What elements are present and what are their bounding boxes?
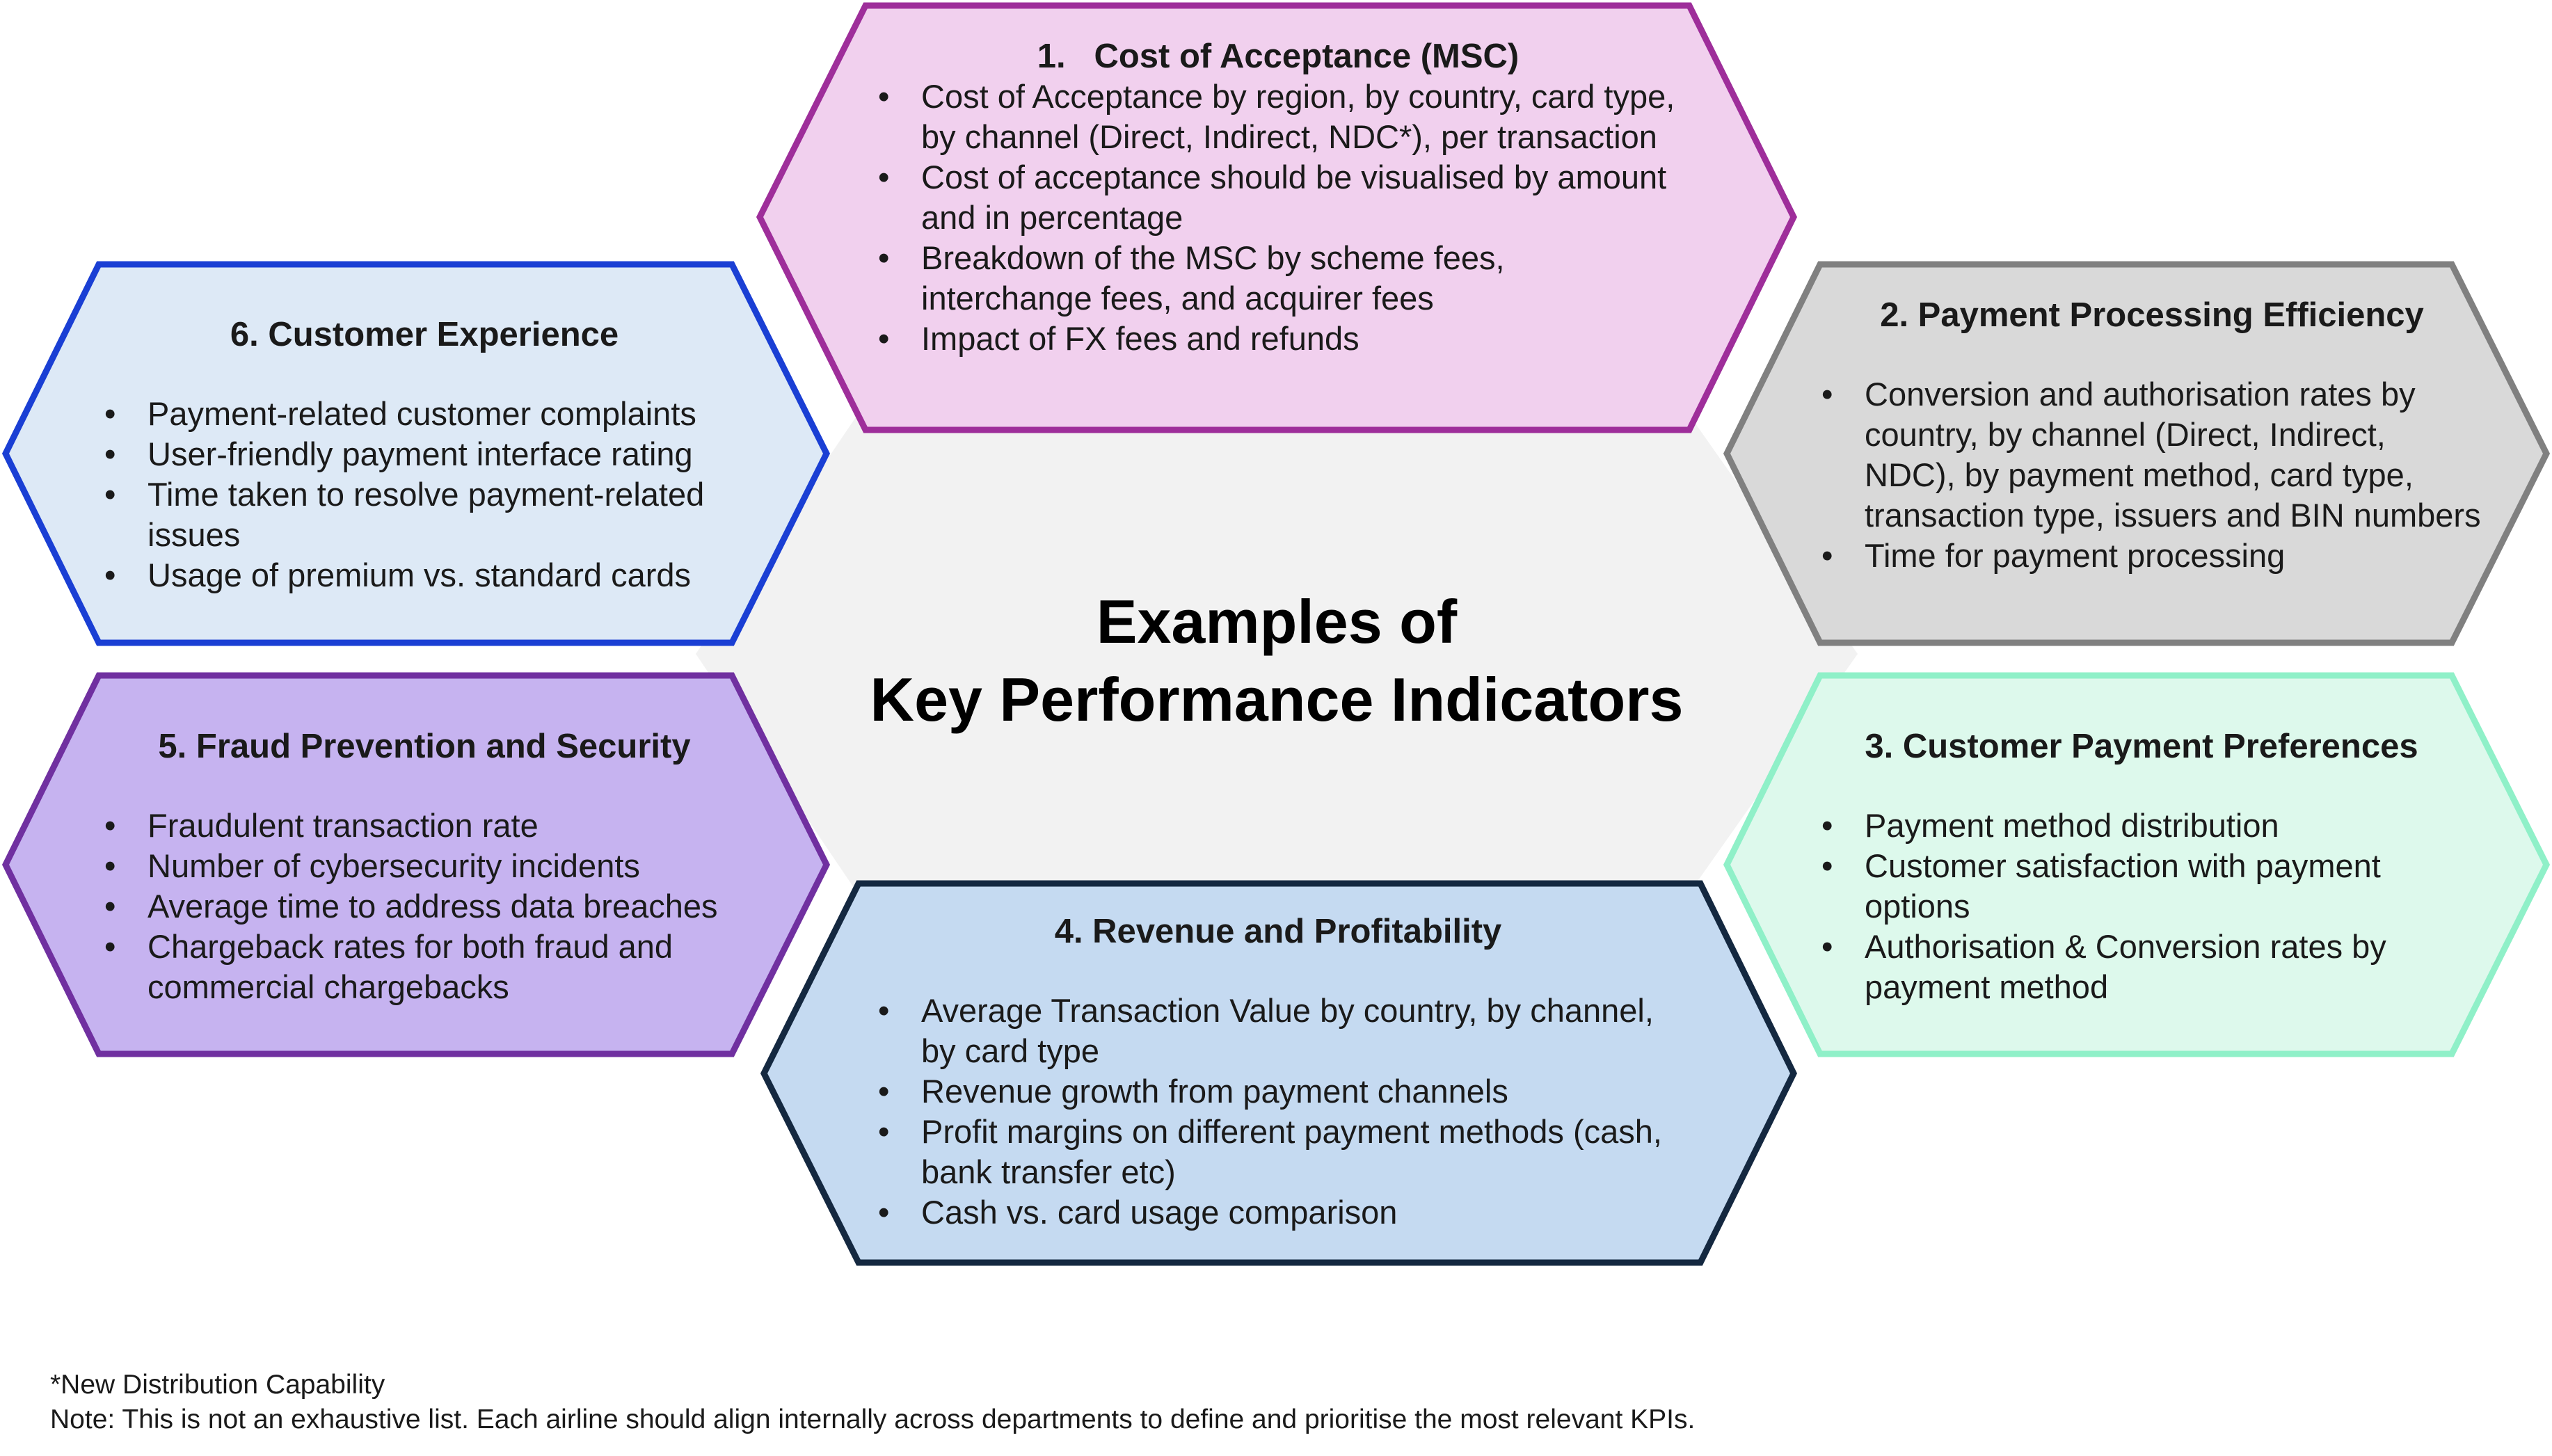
center-title-line-2: Key Performance Indicators xyxy=(870,665,1684,734)
list-item: Impact of FX fees and refunds xyxy=(878,319,1678,359)
list-item: Breakdown of the MSC by scheme fees, int… xyxy=(878,238,1678,319)
list-item: Profit margins on different payment meth… xyxy=(878,1112,1678,1192)
hexagon-preferences-content: 3. Customer Payment Preferences Payment … xyxy=(1821,726,2462,1007)
list-item: Cost of Acceptance by region, by country… xyxy=(878,77,1678,157)
hexagon-title: 2. Payment Processing Efficiency xyxy=(1880,296,2424,334)
hexagon-processing-content: 2. Payment Processing Efficiency Convers… xyxy=(1821,295,2482,576)
hexagon-title: 1. Cost of Acceptance (MSC) xyxy=(1037,38,1520,75)
kpi-list: Fraudulent transaction rate Number of cy… xyxy=(104,806,744,1007)
footnote-note: Note: This is not an exhaustive list. Ea… xyxy=(50,1405,1696,1434)
list-item: Number of cybersecurity incidents xyxy=(104,846,744,886)
list-item: Payment method distribution xyxy=(1821,806,2462,846)
list-item: Time for payment processing xyxy=(1821,536,2482,576)
list-item: Average time to address data breaches xyxy=(104,886,744,927)
center-title-line-1: Examples of xyxy=(1096,587,1458,656)
hexagon-revenue-content: 4. Revenue and Profitability Average Tra… xyxy=(878,911,1678,1233)
list-item: Usage of premium vs. standard cards xyxy=(104,555,744,595)
list-item: Revenue growth from payment channels xyxy=(878,1071,1678,1112)
hexagon-cost-content: 1. Cost of Acceptance (MSC) Cost of Acce… xyxy=(878,36,1678,359)
kpi-list: Average Transaction Value by country, by… xyxy=(878,991,1678,1233)
center-hexagon-background xyxy=(696,407,1858,901)
list-item: Fraudulent transaction rate xyxy=(104,806,744,846)
list-item: Authorisation & Conversion rates by paym… xyxy=(1821,927,2462,1007)
list-item: Chargeback rates for both fraud and comm… xyxy=(104,927,744,1007)
kpi-list: Cost of Acceptance by region, by country… xyxy=(878,77,1678,359)
kpi-list: Payment method distribution Customer sat… xyxy=(1821,806,2462,1007)
footnote-ndc: *New Distribution Capability xyxy=(50,1370,385,1400)
hexagon-title: 3. Customer Payment Preferences xyxy=(1865,728,2418,765)
list-item: User-friendly payment interface rating xyxy=(104,434,744,474)
list-item: Conversion and authorisation rates by co… xyxy=(1821,374,2482,536)
hexagon-title: 5. Fraud Prevention and Security xyxy=(158,728,691,765)
kpi-list: Conversion and authorisation rates by co… xyxy=(1821,374,2482,576)
list-item: Time taken to resolve payment-related is… xyxy=(104,474,744,555)
hexagon-title: 4. Revenue and Profitability xyxy=(1054,913,1502,950)
hexagon-title: 6. Customer Experience xyxy=(230,316,619,353)
hexagon-experience-content: 6. Customer Experience Payment-related c… xyxy=(104,314,744,595)
list-item: Cost of acceptance should be visualised … xyxy=(878,157,1678,238)
center-title: Examples of Key Performance Indicators xyxy=(821,583,1732,739)
list-item: Payment-related customer complaints xyxy=(104,394,744,434)
kpi-list: Payment-related customer complaints User… xyxy=(104,394,744,595)
list-item: Cash vs. card usage comparison xyxy=(878,1192,1678,1233)
hexagon-fraud-content: 5. Fraud Prevention and Security Fraudul… xyxy=(104,726,744,1007)
list-item: Average Transaction Value by country, by… xyxy=(878,991,1678,1071)
list-item: Customer satisfaction with payment optio… xyxy=(1821,846,2462,927)
